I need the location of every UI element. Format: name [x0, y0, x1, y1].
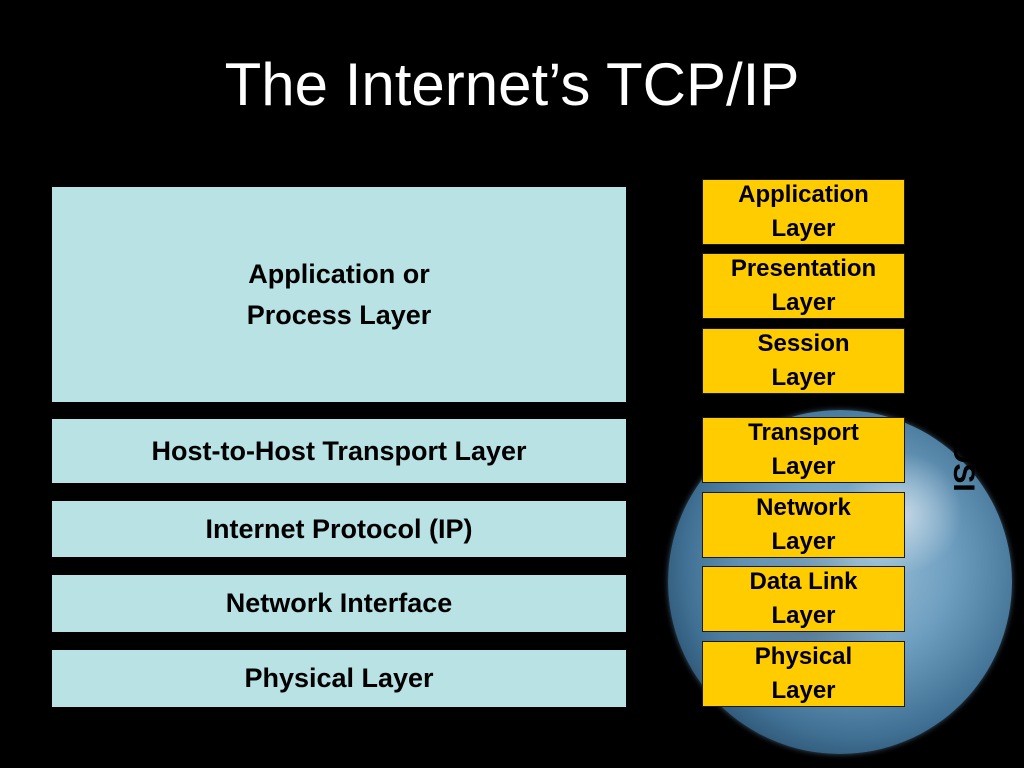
tcpip-layer-label: Internet Protocol (IP): [205, 513, 473, 544]
osi-network-layer: Network Layer: [702, 492, 905, 558]
tcpip-application-layer: Application or Process Layer: [52, 187, 626, 402]
tcpip-layer-label: Network Interface: [225, 588, 453, 619]
osi-application-layer: Application Layer: [702, 179, 905, 245]
slide-title: The Internet’s TCP/IP: [224, 51, 800, 118]
osi-session-layer: Session Layer: [702, 328, 905, 394]
tcpip-layer-label: Application or Process Layer: [246, 259, 432, 330]
tcpip-layer-label: Physical Layer: [244, 663, 434, 694]
osi-layer-label: Session Layer: [757, 329, 850, 391]
osi-side-label: OSI: [947, 440, 978, 492]
tcpip-transport-layer: Host-to-Host Transport Layer: [52, 419, 626, 483]
osi-presentation-layer: Presentation Layer: [702, 253, 905, 319]
osi-physical-layer: Physical Layer: [702, 641, 905, 707]
tcpip-physical-layer: Physical Layer: [52, 650, 626, 707]
osi-layer-label: Application Layer: [738, 180, 869, 242]
osi-layer-label: Presentation Layer: [730, 254, 877, 316]
tcpip-layer-label: Host-to-Host Transport Layer: [151, 435, 527, 466]
osi-layer-label: Physical Layer: [754, 642, 853, 704]
osi-data-link-layer: Data Link Layer: [702, 566, 905, 632]
osi-layer-label: Data Link Layer: [749, 567, 858, 629]
osi-transport-layer: Transport Layer: [702, 417, 905, 483]
osi-layer-label: Network Layer: [756, 493, 851, 555]
tcpip-network-interface-layer: Network Interface: [52, 575, 626, 632]
osi-layer-label: Transport Layer: [748, 418, 859, 480]
tcpip-internet-layer: Internet Protocol (IP): [52, 501, 626, 557]
